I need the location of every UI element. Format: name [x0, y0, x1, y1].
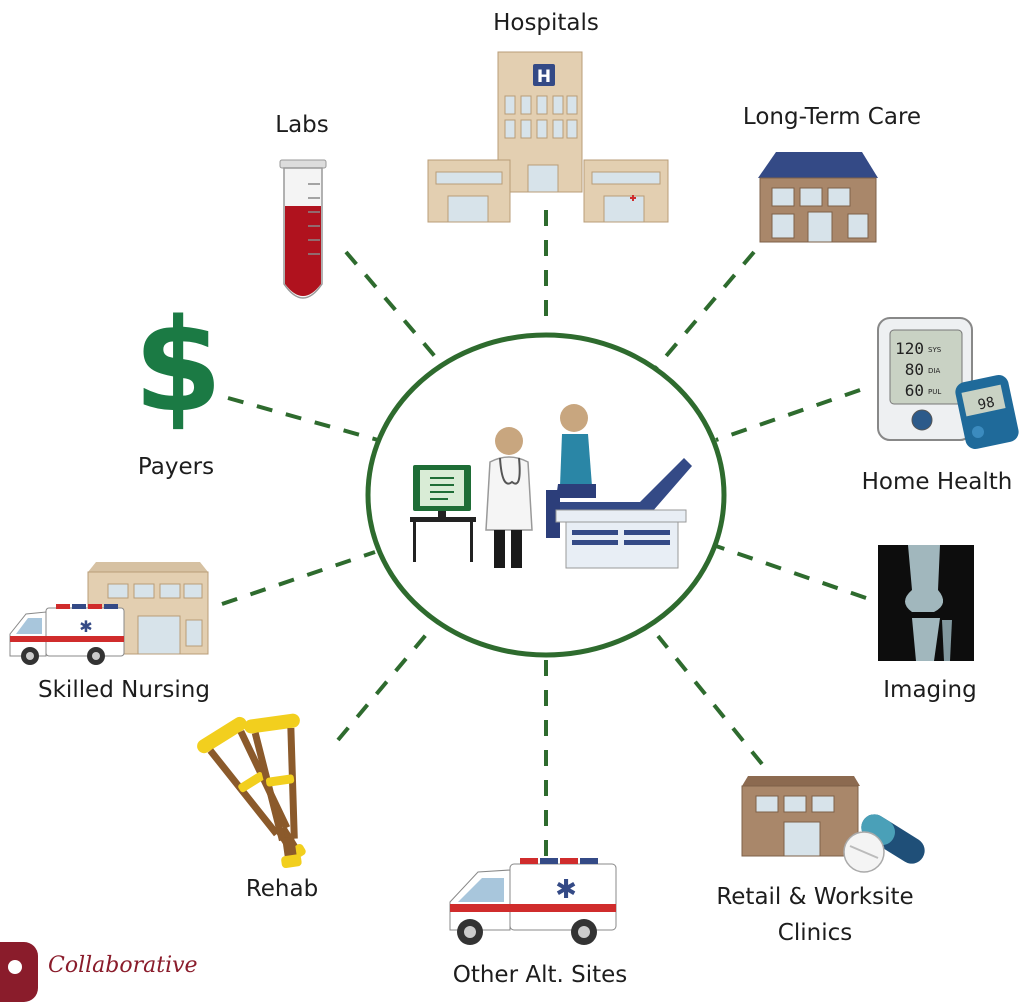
retail-clinic-building-icon — [741, 776, 860, 857]
label-retail-line2: Clinics — [778, 920, 852, 946]
blood-pressure-monitor-icon: 120 SYS 80 DIA 60 PUL — [877, 317, 973, 441]
doctor-icon — [485, 427, 533, 568]
svg-text:SYS: SYS — [928, 346, 942, 354]
connector-home-health — [715, 388, 861, 442]
connectors — [221, 210, 867, 860]
connector-long-term-care — [654, 250, 756, 370]
label-payers: Payers — [138, 454, 214, 480]
label-home-health: Home Health — [862, 469, 1013, 495]
xray-knee-icon — [878, 545, 974, 661]
label-skilled-nursing: Skilled Nursing — [38, 677, 210, 703]
pill-icon — [843, 814, 925, 873]
connector-skilled-nursing — [221, 550, 376, 606]
connector-retail — [656, 634, 764, 766]
svg-text:98: 98 — [976, 394, 996, 413]
connector-rehab — [336, 628, 432, 742]
label-labs: Labs — [275, 112, 329, 138]
hospital-icon: H — [427, 51, 669, 223]
connector-payers — [227, 396, 379, 442]
label-long-term-care: Long-Term Care — [743, 104, 921, 130]
patient-icon — [546, 404, 596, 538]
test-tube-icon — [279, 159, 327, 299]
label-retail-line1: Retail & Worksite — [716, 884, 913, 910]
label-hospitals: Hospitals — [493, 10, 599, 36]
computer-monitor-icon — [410, 465, 476, 562]
svg-text:80: 80 — [905, 360, 924, 379]
label-imaging: Imaging — [883, 677, 976, 703]
ambulance-icon: ✱ — [9, 604, 125, 665]
brand-name: Collaborative — [48, 953, 198, 978]
svg-text:H: H — [537, 67, 551, 87]
svg-text:DIA: DIA — [928, 367, 940, 375]
svg-text:60: 60 — [905, 381, 924, 400]
svg-text:✱: ✱ — [555, 875, 577, 905]
long-term-care-building-icon — [758, 152, 878, 243]
svg-text:PUL: PUL — [928, 388, 941, 396]
connector-imaging — [715, 544, 867, 600]
exam-table-icon — [555, 458, 692, 569]
svg-text:120: 120 — [895, 339, 924, 358]
dollar-sign-icon: $ — [133, 292, 222, 441]
care-center-circle — [365, 332, 727, 658]
exam-room-illustration — [410, 404, 692, 569]
label-rehab: Rehab — [246, 876, 318, 902]
connector-labs — [344, 250, 440, 362]
brand-logo-mark — [0, 942, 38, 1002]
glucose-meter-icon: 98 — [955, 374, 1019, 450]
label-other-alt-sites: Other Alt. Sites — [453, 962, 628, 988]
crutches-icon — [197, 713, 306, 869]
svg-text:✱: ✱ — [79, 617, 92, 636]
ambulance-large-icon: ✱ — [449, 858, 617, 945]
